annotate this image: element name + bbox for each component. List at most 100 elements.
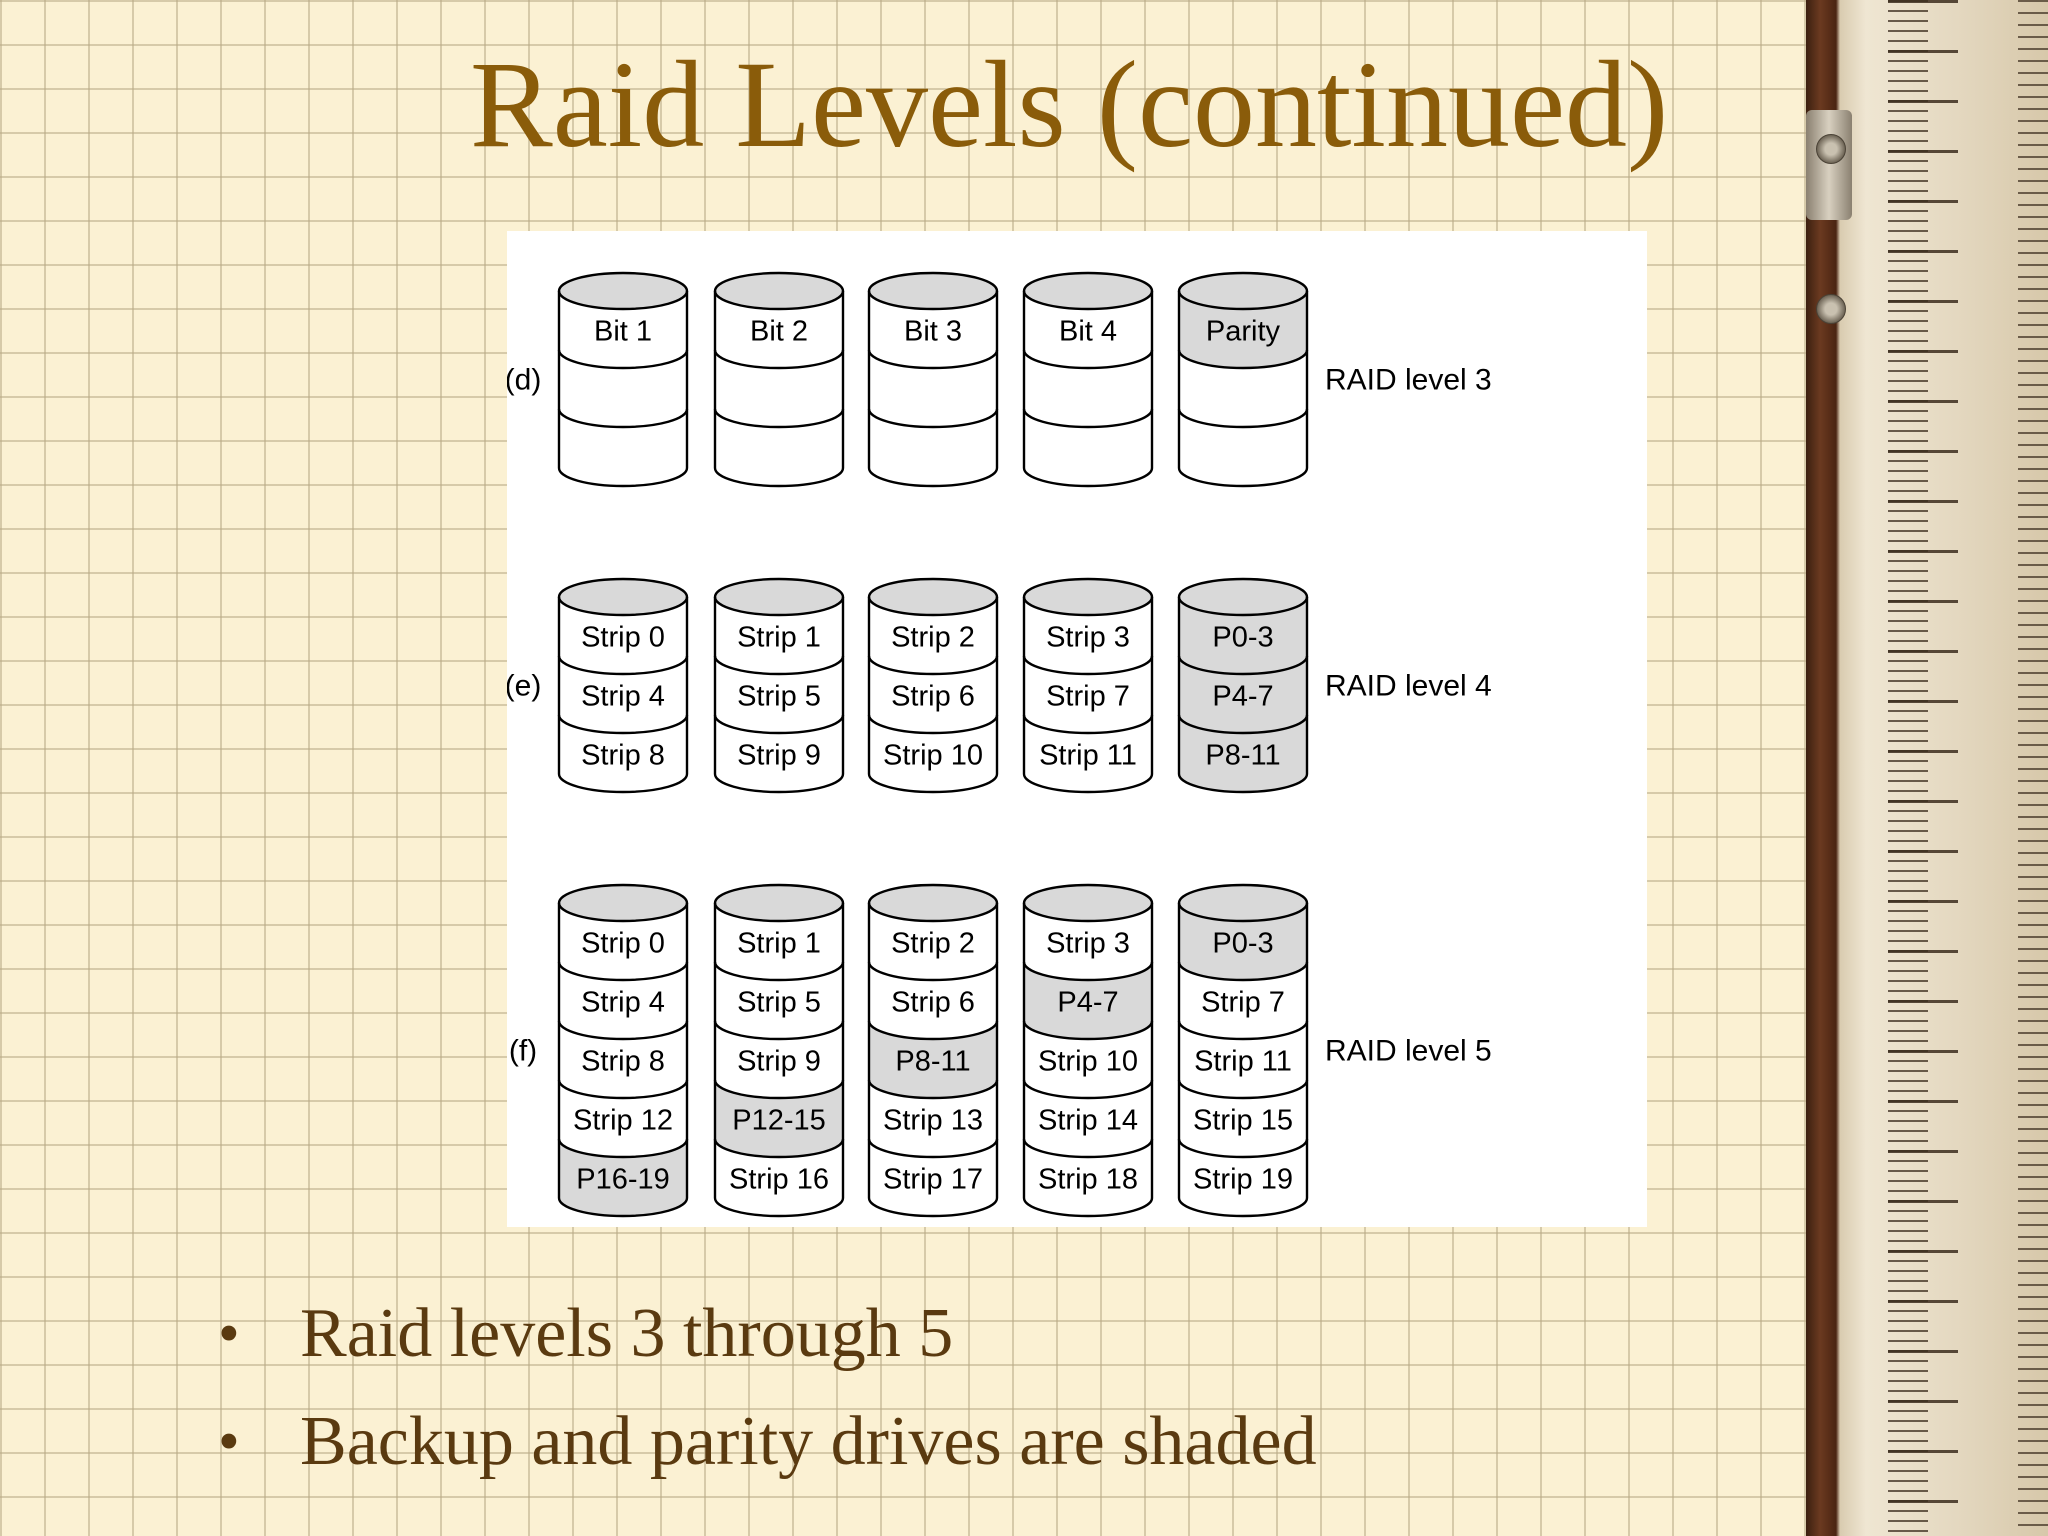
disk-segment-label: Bit 2 (750, 316, 808, 348)
disk-separator (1177, 773, 1309, 794)
disk-separator (557, 408, 689, 429)
slide-title: Raid Levels (continued) (470, 36, 1669, 173)
disk-separator (1177, 1020, 1309, 1041)
disk-segment (715, 1080, 843, 1157)
disk-segment (869, 1021, 997, 1098)
disk-separator (713, 349, 845, 370)
disk-segment-label: Strip 7 (1046, 681, 1130, 713)
disk-segment-label: Strip 3 (1046, 928, 1130, 960)
disk-separator (713, 1020, 845, 1041)
disk-separator (867, 349, 999, 370)
disk-separator (1022, 1197, 1154, 1218)
disk-separator (867, 1020, 999, 1041)
disk-cylinder: Bit 3 (867, 271, 999, 488)
disk-segment-label: P0-3 (1212, 928, 1273, 960)
disk-segment-label: P4-7 (1212, 681, 1273, 713)
disk-top-cap (1022, 271, 1154, 311)
disk-segment-label: Parity (1206, 316, 1281, 348)
disk-segment-label: Strip 0 (581, 622, 665, 654)
disk-separator (867, 467, 999, 488)
disk-separator (713, 961, 845, 982)
disk-top-cap (1022, 577, 1154, 617)
disk-segment (1024, 1139, 1152, 1216)
disk-segment (869, 291, 997, 368)
disk-separator (557, 655, 689, 676)
disk-segment-label: Strip 10 (1038, 1046, 1138, 1078)
disk-segment-label: P8-11 (895, 1046, 970, 1078)
disk-segment-label: Bit 3 (904, 316, 962, 348)
disk-segment (559, 715, 687, 792)
disk-separator (1022, 1079, 1154, 1100)
disk-cylinder: Bit 2 (713, 271, 845, 488)
disk-segment (715, 1139, 843, 1216)
disk-segment-label: Strip 15 (1193, 1105, 1293, 1137)
ruler-decoration (1806, 0, 2048, 1536)
disk-segment (1024, 656, 1152, 733)
disk-segment (1179, 1139, 1307, 1216)
disk-segment-label: Strip 16 (729, 1164, 829, 1196)
disk-segment-label: P0-3 (1212, 622, 1273, 654)
disk-separator (1177, 655, 1309, 676)
disk-segment-label: Strip 9 (737, 1046, 821, 1078)
disk-segment-label: Strip 6 (891, 681, 975, 713)
disk-segment (1179, 1080, 1307, 1157)
bullet-text: Backup and parity drives are shaded (300, 1403, 1317, 1480)
disk-separator (867, 1079, 999, 1100)
disk-segment (1024, 597, 1152, 674)
disk-segment-label: Strip 11 (1039, 740, 1137, 772)
disk-separator (713, 467, 845, 488)
disk-separator (1022, 467, 1154, 488)
disk-segment (869, 409, 997, 486)
disk-segment-label: Strip 9 (737, 740, 821, 772)
disk-segment-label: Strip 1 (737, 928, 821, 960)
disk-segment (1179, 350, 1307, 427)
disk-segment-label: Strip 12 (573, 1105, 673, 1137)
bullet-dot-icon: • (218, 1408, 240, 1476)
disk-segment-label: Strip 4 (581, 681, 665, 713)
disk-segment (559, 350, 687, 427)
row-label: RAID level 5 (1325, 1035, 1492, 1068)
disk-segment-label: Strip 3 (1046, 622, 1130, 654)
bullet-item: • Backup and parity drives are shaded (218, 1388, 1317, 1496)
disk-separator (1177, 349, 1309, 370)
disk-separator (557, 1197, 689, 1218)
disk-separator (713, 773, 845, 794)
disk-separator (1022, 1020, 1154, 1041)
disk-segment (715, 409, 843, 486)
disk-separator (1177, 1079, 1309, 1100)
disk-separator (1022, 1138, 1154, 1159)
disk-segment (715, 656, 843, 733)
disk-separator (867, 1197, 999, 1218)
disk-separator (713, 714, 845, 735)
row-letter: (d) (507, 364, 541, 397)
disk-separator (557, 773, 689, 794)
ruler-clip-icon (1806, 110, 1852, 220)
disk-segment-label: Strip 5 (737, 681, 821, 713)
disk-separator (557, 1020, 689, 1041)
disk-segment-label: Strip 19 (1193, 1164, 1293, 1196)
disk-segment-label: Strip 0 (581, 928, 665, 960)
disk-separator (867, 714, 999, 735)
disk-segment-label: P12-15 (732, 1105, 826, 1137)
disk-segment-label: Strip 4 (581, 987, 665, 1019)
disk-top-cap (867, 577, 999, 617)
row-letter: (f) (509, 1035, 537, 1068)
disk-segment (715, 962, 843, 1039)
disk-segment-label: Strip 2 (891, 928, 975, 960)
disk-cylinder: Parity (1177, 271, 1309, 488)
disk-segment (559, 1021, 687, 1098)
disk-segment-label: Strip 8 (581, 740, 665, 772)
disk-segment (1024, 350, 1152, 427)
disk-separator (1022, 655, 1154, 676)
disk-cylinder: Bit 1 (557, 271, 689, 488)
disk-separator (1022, 714, 1154, 735)
disk-segment-label: Bit 1 (594, 316, 652, 348)
disk-segment (1179, 962, 1307, 1039)
row-label: RAID level 4 (1325, 670, 1492, 703)
disk-segment (715, 715, 843, 792)
